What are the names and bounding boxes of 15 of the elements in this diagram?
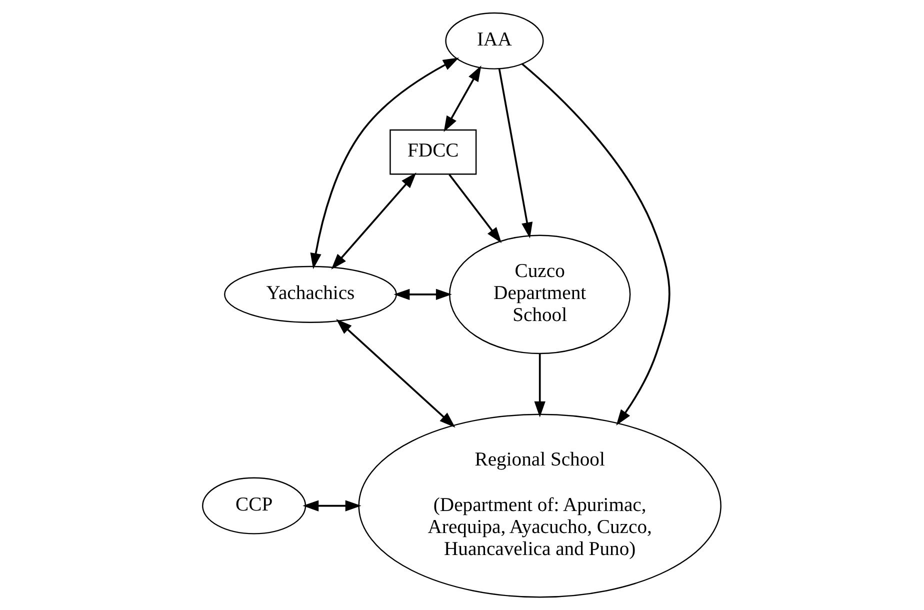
- arrow: [394, 288, 452, 300]
- arrow: [444, 65, 482, 132]
- node-box: FDCC: [390, 129, 477, 175]
- arrow: [310, 58, 460, 270]
- node-ellipse: IAA: [445, 12, 544, 70]
- arrow: [302, 500, 362, 512]
- node-ellipse: Cuzco Department School: [448, 234, 631, 354]
- arrow: [331, 172, 416, 270]
- node-ellipse: CCP: [202, 477, 306, 534]
- node-ellipse: Yachachics: [224, 266, 397, 323]
- arrow: [336, 318, 456, 428]
- arrow: [521, 63, 670, 426]
- arrow: [498, 68, 533, 238]
- arrow: [448, 174, 502, 244]
- arrow: [534, 354, 546, 418]
